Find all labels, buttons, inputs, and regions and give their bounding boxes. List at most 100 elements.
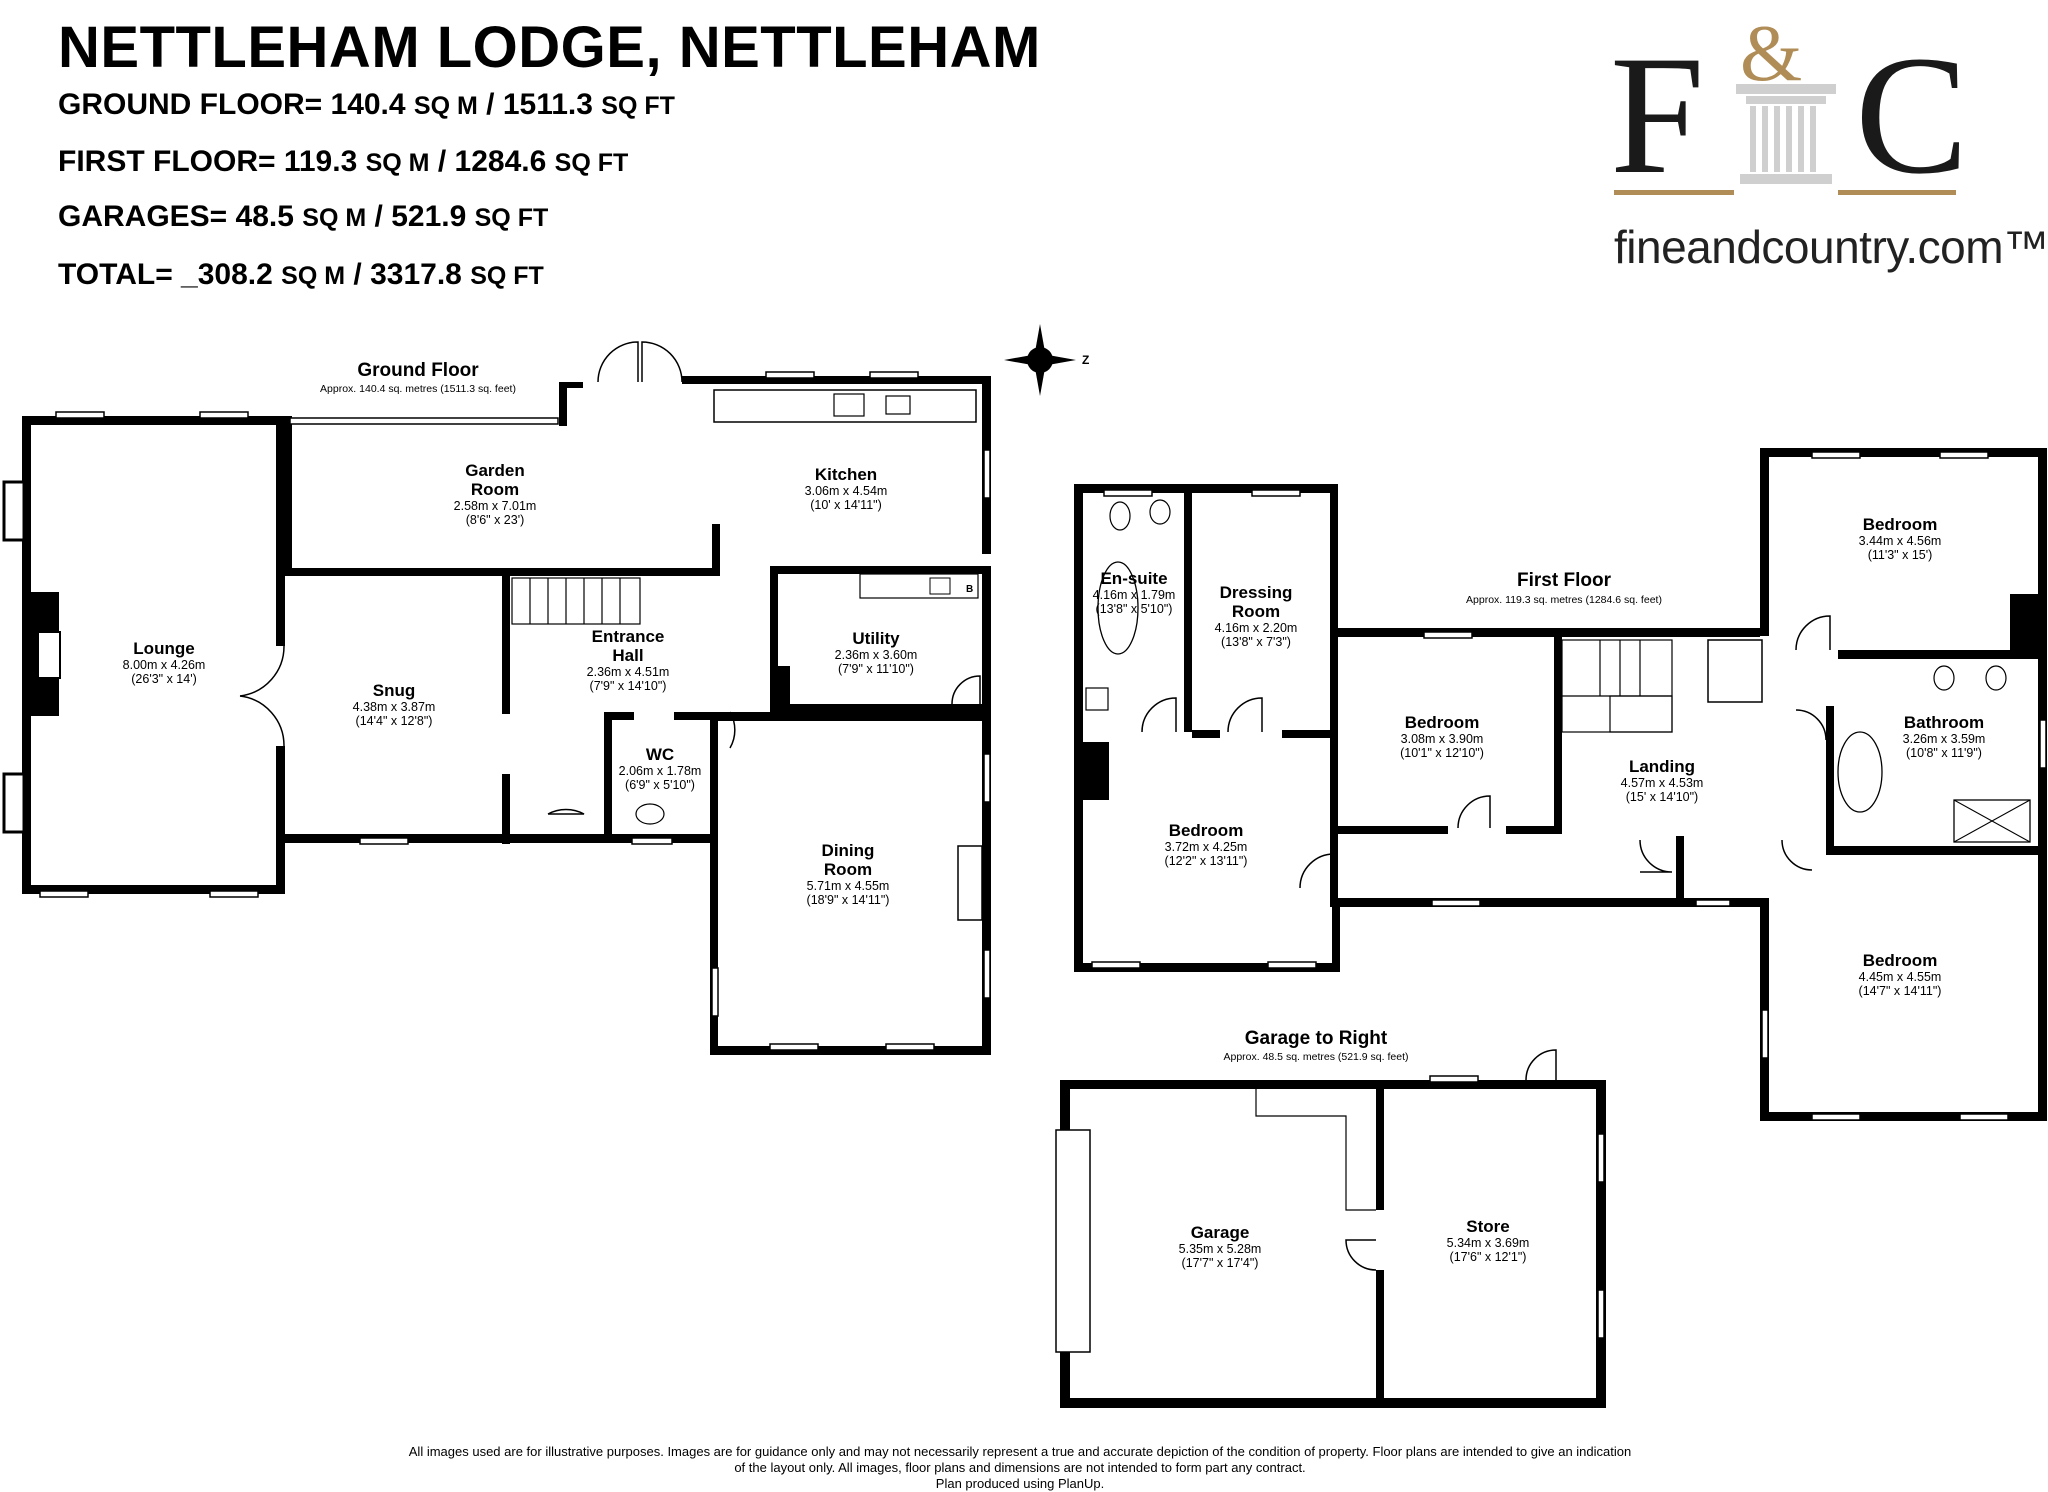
room-metric-bedroom-top-right: 3.44m x 4.56m <box>1859 534 1942 548</box>
door-arc <box>1639 839 1673 873</box>
front-door-arc <box>547 808 585 815</box>
area-line-first: FIRST FLOOR= 119.3 SQ M / 1284.6 SQ FT <box>58 145 629 178</box>
room-metric-wc: 2.06m x 1.78m <box>619 764 702 778</box>
room-name-dressing-room-2: Room <box>1232 602 1280 621</box>
room-name-dressing-room: Dressing <box>1220 583 1293 602</box>
first-floor-plan: First Floor Approx. 119.3 sq. metres (12… <box>1074 448 2047 1121</box>
room-name-landing: Landing <box>1629 757 1695 776</box>
garage-plan: Garage to Right Approx. 48.5 sq. metres … <box>1055 1028 1606 1408</box>
room-metric-lounge: 8.00m x 4.26m <box>123 658 206 672</box>
toilet-icon <box>1985 665 2007 691</box>
room-imperial-bathroom: (10'8" x 11'9") <box>1906 746 1982 760</box>
shower-tray-icon <box>1953 799 2031 843</box>
toilet-icon <box>635 803 665 825</box>
room-metric-bedroom-main: 3.72m x 4.25m <box>1165 840 1248 854</box>
garage-floor-subtitle: Approx. 48.5 sq. metres (521.9 sq. feet) <box>1223 1051 1408 1063</box>
disclaimer-line-1: All images used are for illustrative pur… <box>408 1444 1632 1459</box>
logo-website: fineandcountry.com™ <box>1614 221 2048 273</box>
room-name-bedroom-mid: Bedroom <box>1405 713 1480 732</box>
door-arc <box>951 675 981 705</box>
garden-room-walls <box>284 382 714 576</box>
window <box>199 411 249 419</box>
logo-rule-left <box>1614 190 1734 195</box>
door-arc <box>1227 697 1263 733</box>
garage-door <box>1055 1129 1091 1353</box>
first-floor-staircase <box>1561 639 1673 733</box>
room-metric-bedroom-mid: 3.08m x 3.90m <box>1401 732 1484 746</box>
room-metric-ensuite: 4.16m x 1.79m <box>1093 588 1176 602</box>
room-name-ensuite: En-suite <box>1100 569 1167 588</box>
hob <box>833 393 865 417</box>
bay-window-lower <box>2 772 26 834</box>
disclaimer-line-3: Plan produced using PlanUp. <box>935 1476 1105 1491</box>
door-arc <box>1345 1239 1377 1271</box>
room-name-snug: Snug <box>373 681 416 700</box>
basin-icon <box>1085 687 1109 711</box>
garage-partition <box>1255 1088 1376 1211</box>
room-name-garden-room-2: Room <box>471 480 519 499</box>
room-metric-garage: 5.35m x 5.28m <box>1179 1242 1262 1256</box>
door-arc <box>1141 697 1177 733</box>
snug-walls <box>284 568 510 845</box>
room-metric-landing: 4.57m x 4.53m <box>1621 776 1704 790</box>
room-metric-snug: 4.38m x 3.87m <box>353 700 436 714</box>
room-metric-garden-room: 2.58m x 7.01m <box>454 499 537 513</box>
utility-walls <box>770 566 991 713</box>
area-line-ground: GROUND FLOOR= 140.4 SQ M / 1511.3 SQ FT <box>58 88 675 121</box>
room-imperial-store: (17'6" x 12'1") <box>1450 1250 1527 1264</box>
door-arc <box>1795 709 1827 741</box>
room-name-garage: Garage <box>1191 1223 1250 1242</box>
door-arc <box>1457 795 1491 829</box>
room-imperial-bedroom-mid: (10'1" x 12'10") <box>1400 746 1484 760</box>
toilet-icon <box>1933 665 1955 691</box>
first-floor-title: First Floor <box>1517 570 1612 591</box>
airing-cupboard <box>1707 639 1763 703</box>
ground-floor-subtitle: Approx. 140.4 sq. metres (1511.3 sq. fee… <box>320 383 516 395</box>
room-imperial-landing: (15' x 14'10") <box>1626 790 1698 804</box>
door-arc <box>1299 853 1335 889</box>
compass-icon: Z <box>1004 324 1089 396</box>
staircase <box>511 577 641 625</box>
room-name-bedroom-bottom-right: Bedroom <box>1863 951 1938 970</box>
room-metric-dining-room: 5.71m x 4.55m <box>807 879 890 893</box>
room-name-bedroom-top-right: Bedroom <box>1863 515 1938 534</box>
bay-window-upper <box>2 480 26 542</box>
first-floor-right-walls <box>1760 448 2047 1121</box>
hall-wall <box>510 834 604 843</box>
kitchen-walls <box>682 371 991 576</box>
window <box>39 890 89 898</box>
logo-letter-c: C <box>1855 22 1960 209</box>
bath-icon <box>1837 731 1883 813</box>
room-name-utility: Utility <box>852 629 900 648</box>
first-floor-left-walls <box>1074 484 1340 972</box>
lounge-walls <box>22 416 285 894</box>
compass-label: Z <box>1082 353 1089 367</box>
bath-icon <box>1097 561 1139 655</box>
disclaimer: All images used are for illustrative pur… <box>360 1444 1680 1492</box>
area-line-garages: GARAGES= 48.5 SQ M / 521.9 SQ FT <box>58 200 549 233</box>
room-metric-dressing-room: 4.16m x 2.20m <box>1215 621 1298 635</box>
room-metric-store: 5.34m x 3.69m <box>1447 1236 1530 1250</box>
room-imperial-dining-room: (18'9" x 14'11") <box>807 893 890 907</box>
door-arc <box>1781 839 1813 871</box>
ground-floor-plan: Ground Floor Approx. 140.4 sq. metres (1… <box>2 341 991 1055</box>
room-name-wc: WC <box>646 745 674 764</box>
window <box>55 411 105 419</box>
room-imperial-ensuite: (13'8" x 5'10") <box>1096 602 1173 616</box>
room-imperial-entrance-hall: (7'9" x 14'10") <box>590 679 667 693</box>
pillar-icon <box>1736 84 1836 184</box>
room-imperial-wc: (6'9" x 5'10") <box>625 778 695 792</box>
french-door-right <box>641 341 683 383</box>
room-imperial-lounge: (26'3" x 14') <box>131 672 197 686</box>
room-imperial-bedroom-top-right: (11'3" x 15') <box>1868 548 1933 562</box>
fine-and-country-logo: F C & <box>1610 22 1960 209</box>
room-metric-kitchen: 3.06m x 4.54m <box>805 484 888 498</box>
boiler-label: B <box>966 584 973 595</box>
room-name-garden-room: Garden <box>465 461 525 480</box>
page-title: NETTLEHAM LODGE, NETTLEHAM <box>58 15 1041 80</box>
first-floor-middle-walls <box>1330 628 1762 907</box>
floor-plan-drawing: Z Ground Floor Approx. 140.4 sq. metres … <box>2 324 2047 1408</box>
room-metric-bathroom: 3.26m x 3.59m <box>1903 732 1986 746</box>
room-name-lounge: Lounge <box>133 639 194 658</box>
first-floor-subtitle: Approx. 119.3 sq. metres (1284.6 sq. fee… <box>1466 594 1662 606</box>
